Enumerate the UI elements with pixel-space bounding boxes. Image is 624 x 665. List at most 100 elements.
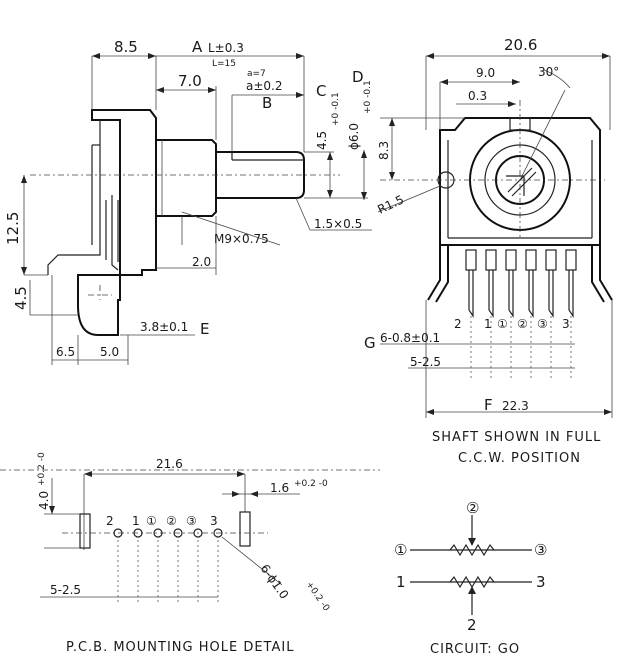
- wiper-arrow-upper: [468, 538, 476, 546]
- pin: [565, 249, 577, 271]
- label-g: G: [364, 334, 376, 352]
- circuit-caption: CIRCUIT: GO: [430, 642, 520, 657]
- pcb-hole: [173, 528, 183, 538]
- dim-5-0: 5.0: [100, 345, 119, 359]
- side-view: 8.5 A L±0.3 L=15 7.0 a=7 a±0.2 B C 4.5 +…: [4, 38, 373, 365]
- dim-r1-5: R1.5: [375, 192, 406, 216]
- pin-label: 1: [484, 317, 492, 331]
- arrow: [512, 79, 520, 85]
- angle-arc: [543, 69, 571, 89]
- dim-pins: 6-0.8±0.1: [380, 331, 440, 345]
- dim-holes: 6-ϕ1.0: [258, 562, 292, 602]
- label-d: D: [352, 68, 364, 86]
- pin: [545, 249, 557, 271]
- hole-label: ②: [166, 514, 177, 528]
- arrow: [327, 152, 333, 160]
- leader-r1-5: [377, 185, 441, 213]
- hole-label: 1: [132, 514, 140, 528]
- arrow: [84, 471, 92, 477]
- arrow: [361, 192, 367, 200]
- leader-thread: [181, 211, 281, 246]
- arrow: [208, 87, 216, 93]
- node-1: 1: [396, 573, 406, 591]
- tol-1-6: +0.2 -0: [294, 479, 328, 489]
- arrow: [156, 87, 164, 93]
- arrow: [92, 53, 100, 59]
- tol-4-5: +0 -0.1: [331, 92, 341, 126]
- dim-30deg: 30°: [538, 65, 559, 79]
- housing-inner: [447, 140, 593, 239]
- pin: [505, 249, 517, 271]
- dim-l: L±0.3: [208, 41, 244, 55]
- dim-phi6: ϕ6.0: [347, 123, 361, 150]
- dim-8-5: 8.5: [114, 38, 138, 56]
- arrow: [389, 118, 395, 126]
- node-3: 3: [536, 573, 546, 591]
- arrow: [148, 53, 156, 59]
- node-1-circled: ①: [394, 541, 407, 559]
- bracket-outline: [77, 109, 157, 336]
- arrow: [508, 101, 516, 107]
- arrow: [296, 53, 304, 59]
- arrow: [232, 491, 240, 497]
- leader-holes: [221, 536, 283, 586]
- dim-20-6: 20.6: [504, 36, 537, 54]
- label-a: A: [192, 38, 203, 56]
- label-e: E: [200, 320, 209, 338]
- arrow: [21, 175, 27, 183]
- dim-0-3: 0.3: [468, 89, 487, 103]
- pin: [465, 249, 477, 271]
- arrow: [389, 172, 395, 180]
- pin-row: [465, 249, 577, 318]
- housing-outline: [439, 117, 601, 246]
- dim-4-5-left: 4.5: [12, 286, 30, 310]
- arrow: [237, 471, 245, 477]
- arrow: [426, 409, 434, 415]
- pcb-detail: 4.0 +0.2 -0 21.6 1.6 +0.2 -0 2 1 ① ② ③ 3…: [37, 452, 331, 655]
- pin: [485, 249, 497, 271]
- pin-label: ②: [517, 317, 528, 331]
- pcb-hole: [133, 528, 143, 538]
- pin-legs: [468, 270, 574, 318]
- hole-label: 3: [210, 514, 218, 528]
- hole-label: 2: [106, 514, 114, 528]
- tol-holes: +0.2 -0: [304, 580, 332, 614]
- note-line2: C.C.W. POSITION: [458, 451, 581, 466]
- node-2: 2: [467, 616, 477, 634]
- arrow: [49, 506, 55, 514]
- arrow: [250, 491, 258, 497]
- bracket-slot: [105, 200, 119, 262]
- tol-phi6: +0 -0.1: [363, 80, 373, 114]
- tol-4-0: +0.2 -0: [37, 452, 47, 486]
- arrow: [296, 92, 304, 98]
- arrow: [604, 409, 612, 415]
- mount-slot-right: [239, 511, 251, 547]
- dim-a: a±0.2: [246, 79, 283, 93]
- pcb-hole: [193, 528, 203, 538]
- resistor-upper: [449, 543, 495, 557]
- arrow: [21, 267, 27, 275]
- pin-label: 3: [562, 317, 570, 331]
- node-3-circled: ③: [534, 541, 547, 559]
- label-b: B: [262, 94, 272, 112]
- dim-l-note: L=15: [212, 59, 236, 69]
- arrow: [327, 190, 333, 198]
- leader-chamfer: [295, 197, 311, 231]
- label-c: C: [316, 82, 326, 100]
- dim-2-0: 2.0: [192, 255, 211, 269]
- bracket-inner: [47, 120, 119, 275]
- left-leg: [427, 245, 449, 303]
- arrow: [426, 53, 434, 59]
- dim-8-3: 8.3: [377, 141, 391, 160]
- pin: [525, 249, 537, 271]
- shaft: [216, 151, 305, 199]
- pcb-hole: [153, 528, 163, 538]
- dim-pitch-pcb: 5-2.5: [50, 583, 81, 597]
- arrow: [440, 79, 448, 85]
- angle-line: [519, 89, 566, 181]
- dim-22-3: 22.3: [502, 399, 529, 413]
- dim-a-note: a=7: [247, 69, 266, 79]
- pcb-caption: P.C.B. MOUNTING HOLE DETAIL: [66, 640, 294, 655]
